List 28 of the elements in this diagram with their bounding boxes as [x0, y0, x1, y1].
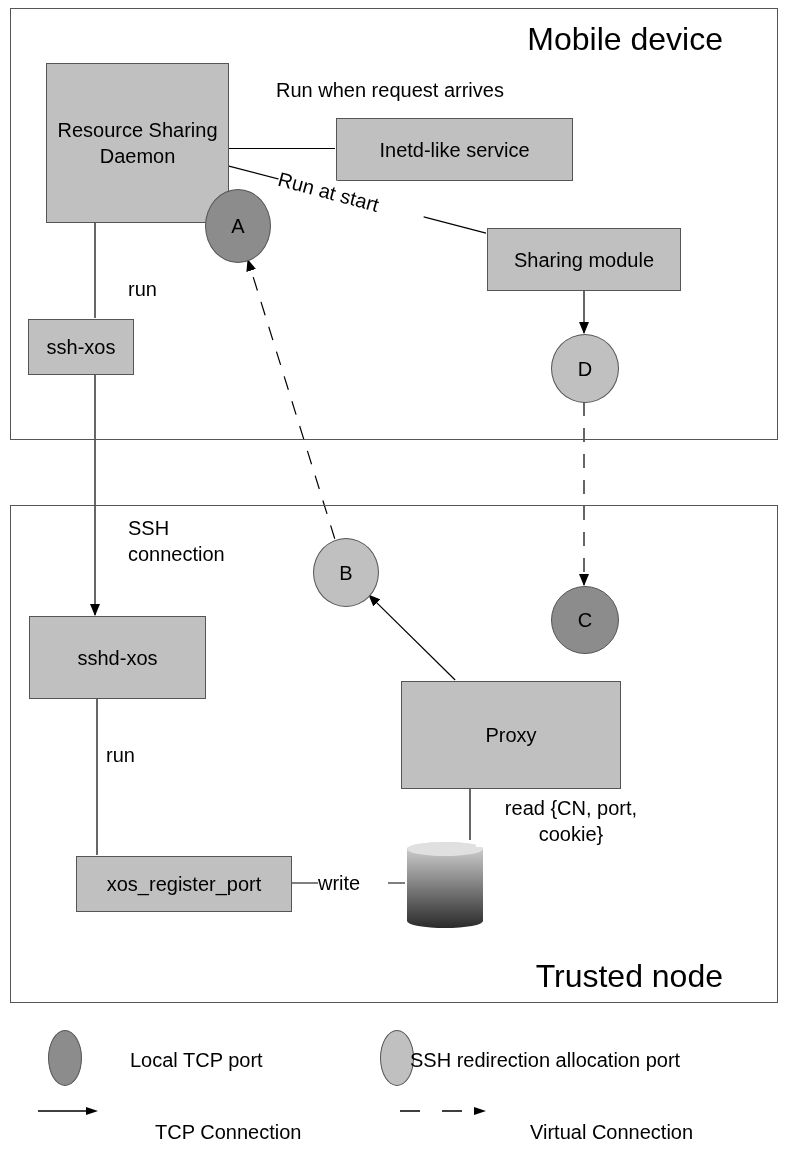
node-caption: Run when request arrives: [276, 80, 504, 100]
legend-label: Local TCP port: [130, 1050, 263, 1070]
connector-line: [96, 697, 98, 856]
arrow: [90, 373, 100, 616]
process-box: Proxy: [401, 681, 621, 789]
process-box: Inetd-like service: [336, 118, 573, 181]
legend-label: TCP Connection: [155, 1122, 302, 1142]
process-box: Sharing module: [487, 228, 681, 291]
region-frame: [10, 8, 778, 440]
dashed-arrow: [579, 401, 589, 586]
region-title: Mobile device: [527, 23, 723, 55]
process-box: sshd-xos: [29, 616, 206, 699]
arrow: [368, 594, 456, 681]
legend-label: Virtual Connection: [530, 1122, 694, 1142]
region-frame: [10, 505, 778, 1003]
legend-label: SSH redirection allocation port: [410, 1050, 681, 1070]
process-box: Resource Sharing Daemon: [46, 63, 229, 223]
port-ellipse: D: [551, 334, 619, 403]
process-box: ssh-xos: [28, 319, 134, 375]
connector-line: [469, 787, 471, 841]
port-ellipse: B: [313, 538, 379, 607]
connector-line: [94, 221, 96, 319]
port-ellipse: C: [551, 586, 619, 654]
process-box: xos_register_port: [76, 856, 292, 912]
region-title: Trusted node: [535, 960, 723, 992]
connector-line: [227, 147, 336, 150]
arrow: [579, 289, 589, 334]
port-ellipse: A: [205, 189, 271, 263]
